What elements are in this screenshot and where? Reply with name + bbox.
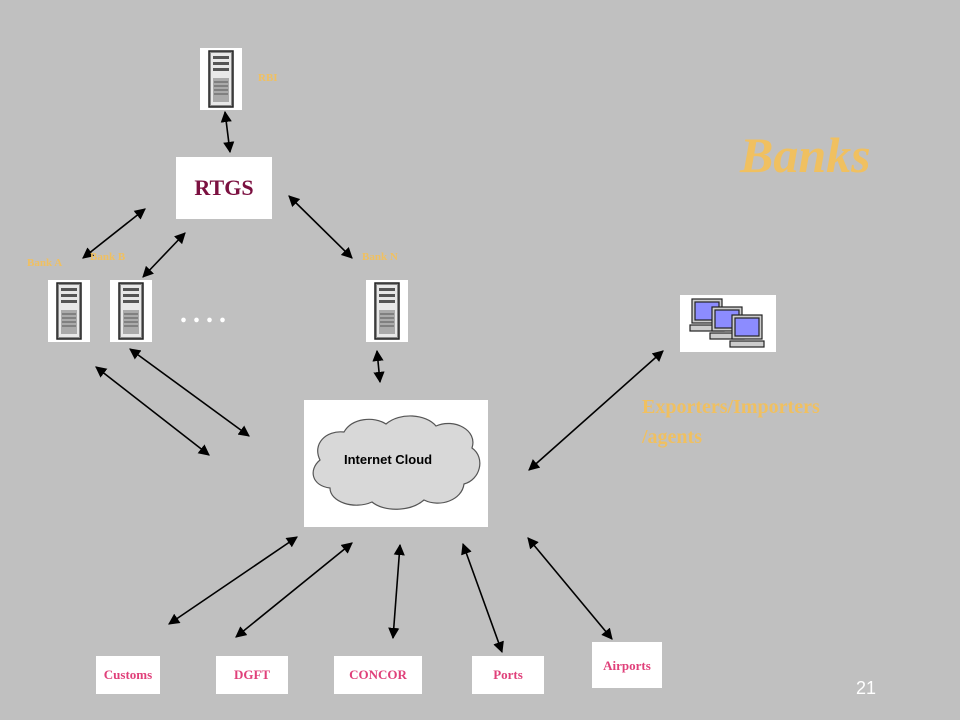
- arrow-bankb-rtgs: [142, 232, 186, 278]
- rtgs-node: RTGS: [176, 157, 272, 219]
- airports-node: Airports: [592, 642, 662, 688]
- rbi-label: RBI: [258, 72, 278, 84]
- bank-b-label: Bank B: [90, 251, 126, 263]
- exporters-label-line1: Exporters/Importers: [642, 396, 820, 418]
- ellipsis: ....: [180, 298, 232, 329]
- bank-b-server-icon: [110, 280, 152, 342]
- arrow-rbi-rtgs: [220, 110, 235, 154]
- arrow-rtgs-bankn: [288, 195, 353, 259]
- arrow-concor-cloud: [388, 543, 405, 640]
- arrow-bankn-cloud: [372, 349, 385, 384]
- bank-n-label: Bank N: [362, 251, 398, 263]
- cloud-icon: [312, 415, 481, 510]
- arrow-exporters-cloud: [528, 350, 664, 471]
- customs-node: Customs: [96, 656, 160, 694]
- bank-a-server-icon: [48, 280, 90, 342]
- arrow-banka-rtgs: [82, 208, 146, 259]
- arrow-banka-cloud: [95, 366, 210, 456]
- internet-cloud-label: Internet Cloud: [344, 452, 433, 467]
- arrow-ports-cloud: [461, 542, 504, 654]
- page-title: Banks: [740, 127, 871, 183]
- bank-a-label: Bank A: [27, 257, 63, 269]
- exporters-label: Exporters/Importers /agents: [642, 392, 902, 452]
- internet-cloud-node: Internet Cloud: [304, 400, 488, 527]
- computer-network-icon: [680, 295, 776, 352]
- arrow-airports-cloud: [527, 537, 613, 640]
- arrow-customs-cloud: [168, 536, 298, 625]
- page-number: 21: [856, 678, 877, 698]
- rbi-server-icon: [200, 48, 242, 110]
- concor-node: CONCOR: [334, 656, 422, 694]
- rtgs-label: RTGS: [194, 175, 254, 200]
- exporters-label-line2: /agents: [642, 426, 702, 448]
- ports-node: Ports: [472, 656, 544, 694]
- bank-n-server-icon: [366, 280, 408, 342]
- arrow-dgft-cloud: [235, 542, 353, 638]
- arrow-bankb-cloud: [129, 348, 250, 437]
- dgft-node: DGFT: [216, 656, 288, 694]
